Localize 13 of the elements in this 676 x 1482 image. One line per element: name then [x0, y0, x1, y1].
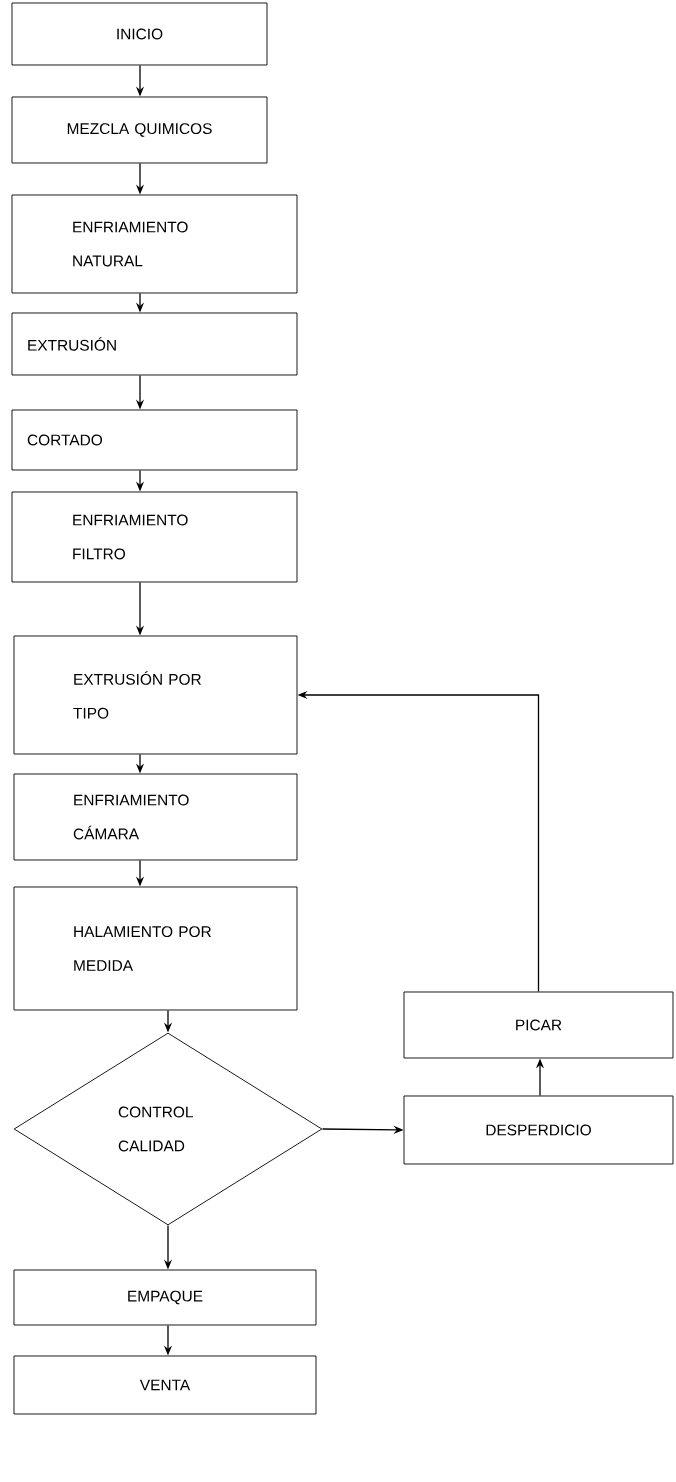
process-box: ENFRIAMIENTO NATURAL — [11, 194, 298, 294]
process-box: CORTADO — [11, 409, 298, 471]
process-box: INICIO — [11, 2, 268, 66]
process-box: EMPAQUE — [13, 1269, 317, 1326]
process-box: EXTRUSIÓN — [11, 312, 298, 376]
process-box: VENTA — [13, 1355, 317, 1415]
process-box: MEZCLA QUIMICOS — [11, 96, 268, 164]
process-box: DESPERDICIO — [403, 1095, 674, 1165]
process-box: HALAMIENTO POR MEDIDA — [13, 886, 298, 1011]
process-box: PICAR — [403, 991, 674, 1059]
process-box: EXTRUSIÓN POR TIPO — [13, 635, 298, 755]
process-box: ENFRIAMIENTO FILTRO — [11, 491, 298, 583]
process-box: ENFRIAMIENTO CÁMARA — [13, 773, 298, 861]
